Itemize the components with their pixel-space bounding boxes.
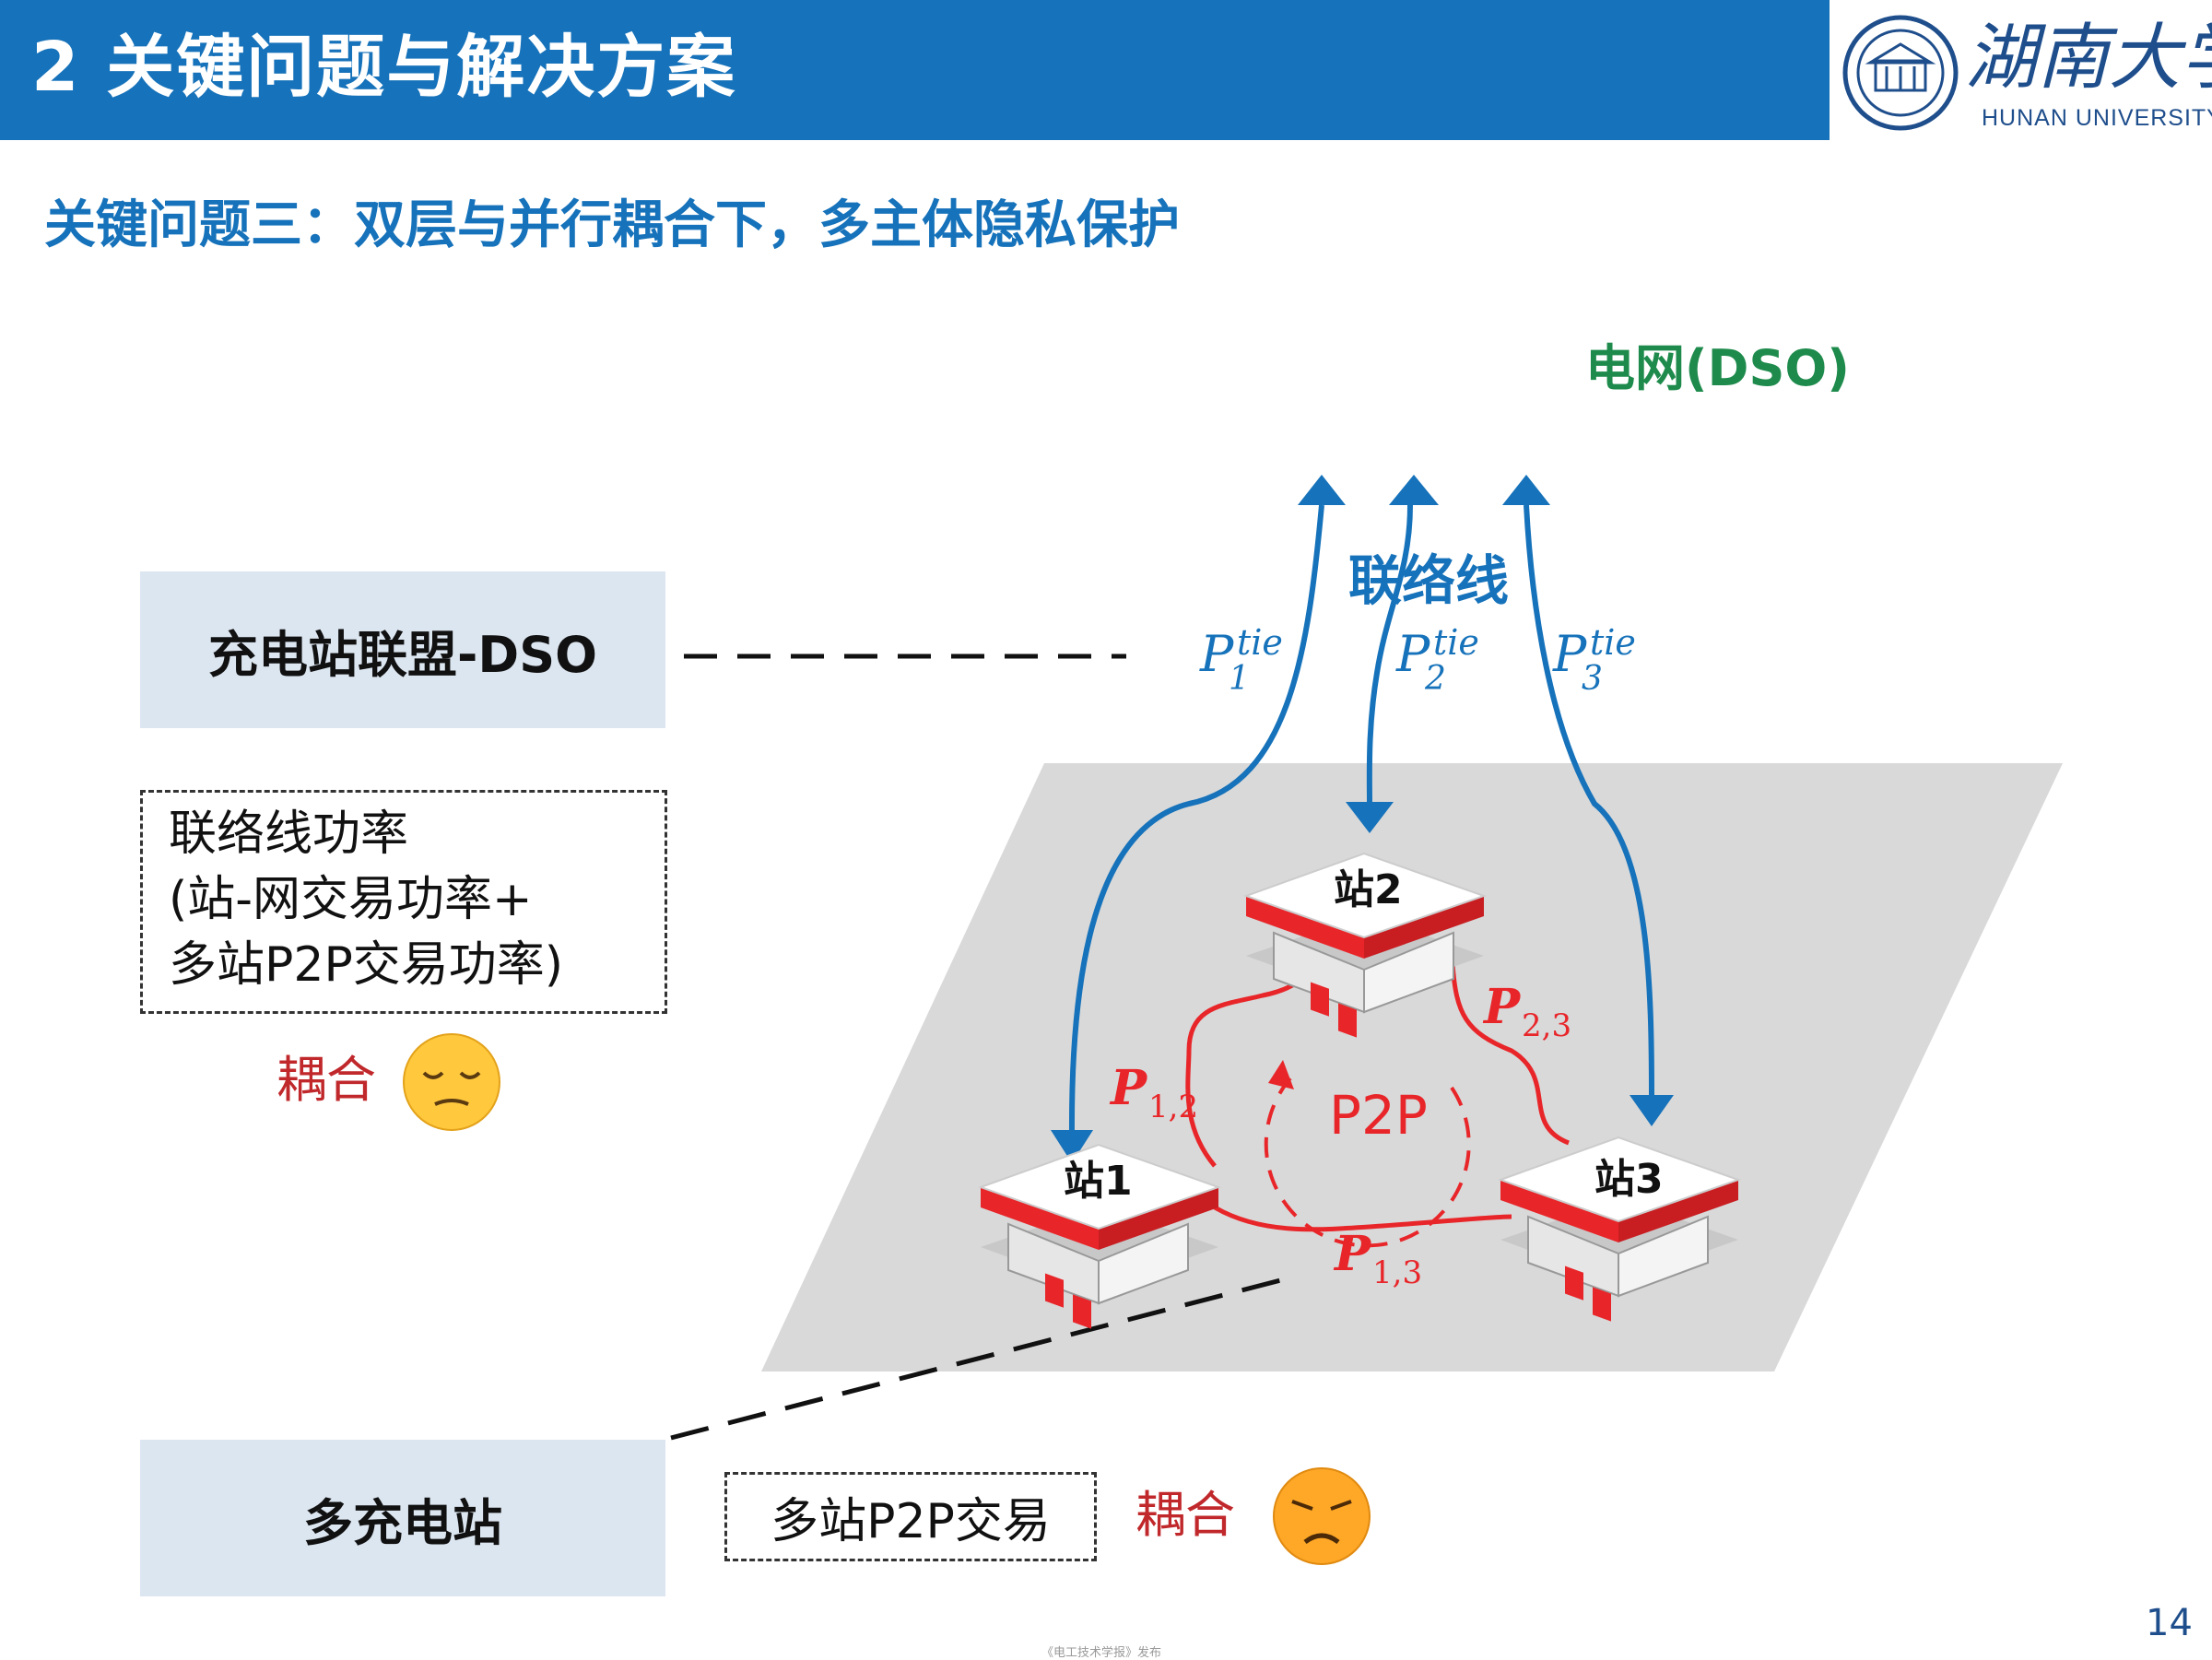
alliance-dso-panel: 充电站联盟-DSO: [140, 571, 665, 728]
p2p-power-1-2-sub: 1,2: [1148, 1089, 1198, 1125]
tie-power-label-3: P tie 3: [1552, 622, 1636, 698]
tie-power-box: 联络线功率 (站-网交易功率+ 多站P2P交易功率): [140, 790, 667, 1014]
tie-power-3-sub: 3: [1582, 660, 1603, 698]
tie-line-arrow-1: [1068, 504, 1324, 1136]
p2p-power-1-3-main: P: [1333, 1226, 1372, 1282]
tie-power-2-main: P: [1395, 625, 1431, 683]
p2p-power-2-3-main: P: [1482, 979, 1522, 1035]
p2p-trade-label: 多站P2P交易: [771, 1494, 1051, 1549]
pensive-face-icon: [403, 1033, 500, 1131]
logo-english-name: HUNAN UNIVERSITY: [1982, 105, 2212, 131]
multi-station-label: 多充电站: [303, 1493, 502, 1552]
alliance-dso-label: 充电站联盟-DSO: [207, 625, 598, 684]
multi-station-panel: 多充电站: [140, 1440, 665, 1596]
coupling-label-2: 耦合: [1135, 1486, 1235, 1544]
p2p-power-label-2-3: P 2,3: [1482, 979, 1571, 1044]
p2p-line-2-3: [1450, 963, 1570, 1146]
p2p-power-label-1-3: P 1,3: [1333, 1226, 1422, 1291]
footer-text: 《电工技术学报》发布: [1041, 1646, 1162, 1660]
coupling-label-1: 耦合: [276, 1051, 376, 1109]
tie-power-3-main: P: [1552, 625, 1588, 683]
p2p-line-1-3: [1213, 1205, 1512, 1232]
p2p-trade-box: 多站P2P交易: [724, 1472, 1097, 1561]
university-logo: 湖南大学 HUNAN UNIVERSITY: [1836, 9, 2212, 136]
station-2-label: 站2: [1334, 866, 1403, 913]
tie-line-arrow-2-head-down: [1346, 802, 1394, 833]
tie-power-line-2: (站-网交易功率+: [169, 872, 533, 927]
tie-line-arrow-2-head-up: [1389, 475, 1439, 505]
tie-power-2-sup: tie: [1433, 622, 1479, 663]
tie-line-arrow-2: [1366, 504, 1413, 805]
tie-power-1-sup: tie: [1237, 622, 1283, 663]
charging-station-1: 站1: [978, 1143, 1222, 1329]
university-seal-icon: [1842, 15, 1959, 131]
p2p-power-2-3-sub: 2,3: [1522, 1007, 1571, 1044]
tie-power-label-2: P tie 2: [1395, 622, 1479, 698]
tie-power-line-3: 多站P2P交易功率): [169, 937, 564, 993]
tie-line-arrow-1-head-up: [1298, 475, 1346, 505]
station-3-label: 站3: [1594, 1156, 1664, 1203]
charging-station-2: 站2: [1243, 852, 1488, 1038]
tie-line-arrow-3-head-down: [1630, 1095, 1674, 1126]
station-1-label: 站1: [1064, 1158, 1133, 1205]
tie-line-label: 联络线: [1348, 549, 1509, 612]
logo-chinese-name: 湖南大学: [1965, 17, 2212, 100]
p2p-power-1-3-sub: 1,3: [1372, 1254, 1422, 1291]
tie-power-1-main: P: [1199, 625, 1235, 683]
tie-power-2-sub: 2: [1424, 660, 1446, 698]
lower-dashed-connector: [670, 1274, 1296, 1441]
tie-line-arrow-1-head-down: [1051, 1130, 1093, 1163]
p2p-circular-arrow: [1264, 1077, 1471, 1248]
header-bar: 2 关键问题与解决方案: [0, 0, 1830, 140]
p2p-line-1-2: [1185, 966, 1315, 1168]
grid-dso-label: 电网(DSO): [1585, 339, 1850, 397]
tie-power-3-sup: tie: [1590, 622, 1636, 663]
tie-power-label-1: P tie 1: [1199, 622, 1283, 698]
page-title: 2 关键问题与解决方案: [31, 28, 737, 107]
tie-line-arrow-3-head-up: [1502, 475, 1550, 505]
p2p-center-label: P2P: [1329, 1084, 1428, 1147]
tie-power-1-sub: 1: [1229, 660, 1250, 698]
charging-station-3: 站3: [1498, 1136, 1742, 1322]
slide-subtitle: 关键问题三：双层与并行耦合下，多主体隐私保护: [44, 195, 1180, 255]
p2p-power-label-1-2: P 1,2: [1109, 1060, 1198, 1125]
disappointed-face-icon: [1273, 1467, 1371, 1565]
tie-line-arrow-3: [1524, 504, 1654, 1098]
p2p-circular-arrow-head: [1268, 1060, 1294, 1089]
page-number: 14: [2146, 1602, 2193, 1644]
tie-power-line-1: 联络线功率: [169, 806, 409, 862]
p2p-power-1-2-main: P: [1109, 1060, 1148, 1116]
